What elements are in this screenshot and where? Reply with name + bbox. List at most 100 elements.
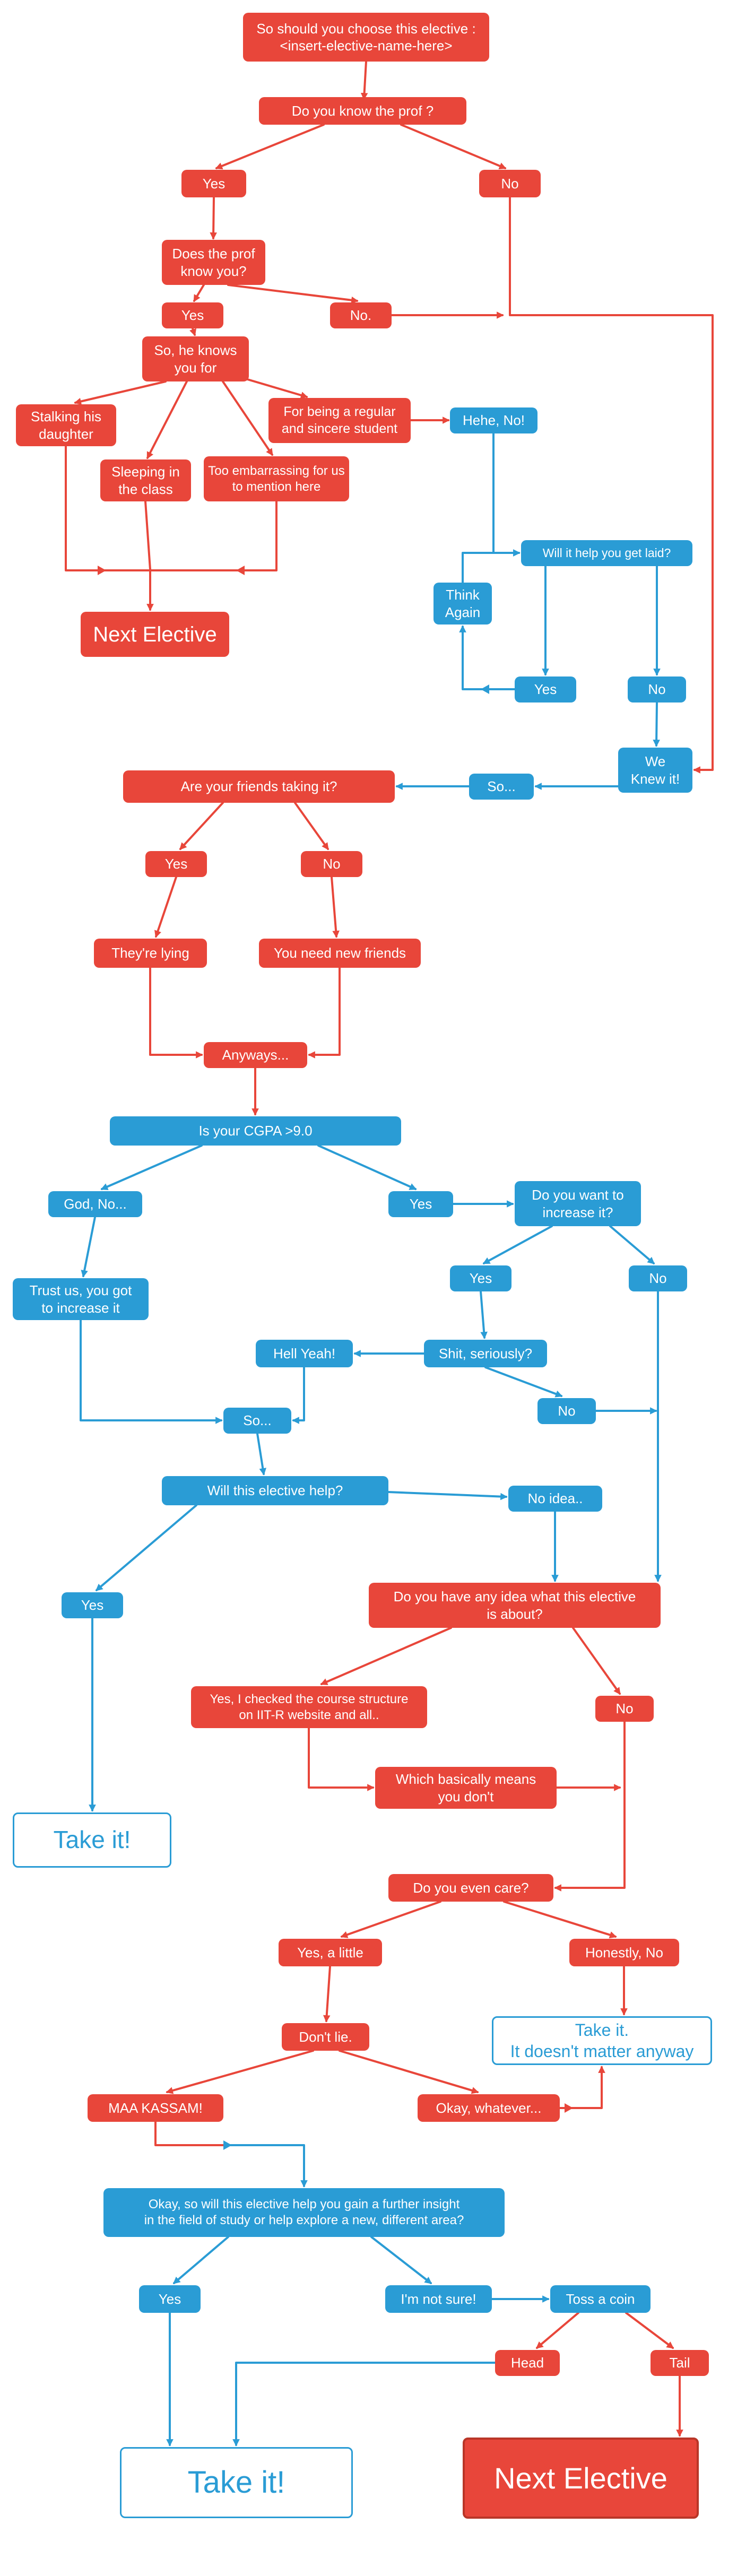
node-lying: They're lying <box>94 939 207 968</box>
flow-edge <box>609 1225 655 1264</box>
node-tail: Tail <box>651 2350 709 2376</box>
flow-edge <box>179 802 224 851</box>
node-pky-yes: Yes <box>162 302 223 328</box>
node-ins-yes: Yes <box>139 2285 201 2313</box>
flow-edge <box>572 1627 621 1695</box>
flow-edge <box>74 380 167 405</box>
flow-edge <box>554 1721 626 1892</box>
node-next-elective-1: Next Elective <box>81 612 229 657</box>
node-new-friends: You need new friends <box>259 939 421 968</box>
node-inc-yes: Yes <box>450 1265 511 1291</box>
flow-edge <box>149 967 203 1059</box>
flow-edge <box>653 701 660 747</box>
flow-edge <box>80 1319 223 1424</box>
flow-edge <box>154 876 177 938</box>
node-inc-no: No <box>629 1265 687 1291</box>
arrowhead-icon <box>236 566 245 575</box>
flow-edge <box>370 2236 432 2284</box>
flow-edge <box>232 2362 496 2447</box>
flow-edge <box>462 549 521 584</box>
flow-edge <box>193 284 205 302</box>
node-sleeping: Sleeping in the class <box>100 459 191 501</box>
flow-edge <box>65 445 150 571</box>
flow-edge <box>81 1216 96 1278</box>
node-fr-no: No <box>301 851 362 877</box>
flow-edge <box>227 284 359 304</box>
flow-edge <box>323 1965 331 2023</box>
node-so-1: So... <box>469 774 534 800</box>
node-cgpa: Is your CGPA >9.0 <box>110 1116 401 1146</box>
flow-edge <box>492 432 521 557</box>
arrowhead-icon <box>223 2140 232 2150</box>
node-think-again: Think Again <box>433 583 492 625</box>
node-start: So should you choose this elective : <in… <box>243 13 489 62</box>
flow-edge <box>210 196 217 240</box>
node-honestly: Honestly, No <box>569 1939 679 1966</box>
node-care: Do you even care? <box>388 1874 553 1902</box>
node-know-prof: Do you know the prof ? <box>259 97 466 125</box>
node-trust-us: Trust us, you got to increase it <box>13 1278 149 1320</box>
flow-edge <box>146 380 188 459</box>
flow-edge <box>222 380 273 456</box>
node-stalking: Stalking his daughter <box>16 404 116 446</box>
node-god-no: God, No... <box>48 1191 142 1217</box>
arrowhead-icon <box>565 2103 573 2113</box>
node-pky-no: No. <box>330 302 392 328</box>
flow-edge <box>360 60 368 100</box>
flow-edge <box>256 1433 267 1476</box>
node-help-yes: Yes <box>62 1592 123 1618</box>
flow-edge <box>559 2066 605 2109</box>
flow-edge <box>308 967 341 1059</box>
node-laid-no: No <box>628 676 686 702</box>
arrowhead-icon <box>98 566 106 575</box>
flow-edge <box>400 124 507 170</box>
node-hehe-no: Hehe, No! <box>450 407 537 433</box>
flow-edge <box>317 1144 417 1190</box>
flow-edge <box>224 2144 308 2188</box>
flow-edge <box>215 124 325 170</box>
node-any-idea: Do you have any idea what this elective … <box>369 1583 661 1628</box>
node-laid: Will it help you get laid? <box>521 540 692 566</box>
flow-edge <box>331 876 340 938</box>
flow-edge <box>189 327 197 336</box>
flow-edge <box>149 500 278 571</box>
flow-edge <box>172 2236 229 2284</box>
flow-edge <box>308 1727 375 1791</box>
node-dont-lie: Don't lie. <box>282 2023 369 2051</box>
node-take-it-3: Take it! <box>120 2447 353 2518</box>
flow-edge <box>100 1144 203 1190</box>
node-we-knew: We Knew it! <box>618 748 692 793</box>
node-help: Will this elective help? <box>162 1476 388 1505</box>
node-take-it-2: Take it. It doesn't matter anyway <box>492 2016 712 2065</box>
flow-edge <box>535 2312 579 2349</box>
arrowhead-icon <box>481 684 489 694</box>
flow-edge <box>166 2050 314 2094</box>
node-kp-yes: Yes <box>181 170 246 197</box>
node-ser-no: No <box>537 1398 596 1424</box>
node-regular: For being a regular and sincere student <box>268 398 411 443</box>
node-not-sure: I'm not sure! <box>385 2285 492 2313</box>
node-take-it-1: Take it! <box>13 1812 171 1868</box>
node-prof-know-you: Does the prof know you? <box>162 240 265 285</box>
node-fr-yes: Yes <box>145 851 207 877</box>
node-hell-yeah: Hell Yeah! <box>256 1340 353 1367</box>
node-kp-no: No <box>479 170 541 197</box>
flow-edge <box>503 1901 617 1939</box>
flow-edge <box>95 1504 197 1591</box>
flow-edge <box>459 625 516 690</box>
flow-edge <box>320 1627 452 1685</box>
node-toss: Toss a coin <box>550 2285 651 2313</box>
flow-edge <box>482 1225 553 1264</box>
node-no-idea: No idea.. <box>508 1486 602 1512</box>
flow-edge <box>154 2121 226 2146</box>
flow-edge <box>625 2312 674 2349</box>
flow-edge <box>294 802 329 851</box>
node-next-elective-2: Next Elective <box>463 2438 699 2519</box>
node-little: Yes, a little <box>279 1939 382 1966</box>
node-anyways: Anyways... <box>204 1042 307 1068</box>
node-laid-yes: Yes <box>515 676 576 702</box>
flow-edge <box>387 1491 508 1501</box>
flow-edge <box>509 196 714 774</box>
